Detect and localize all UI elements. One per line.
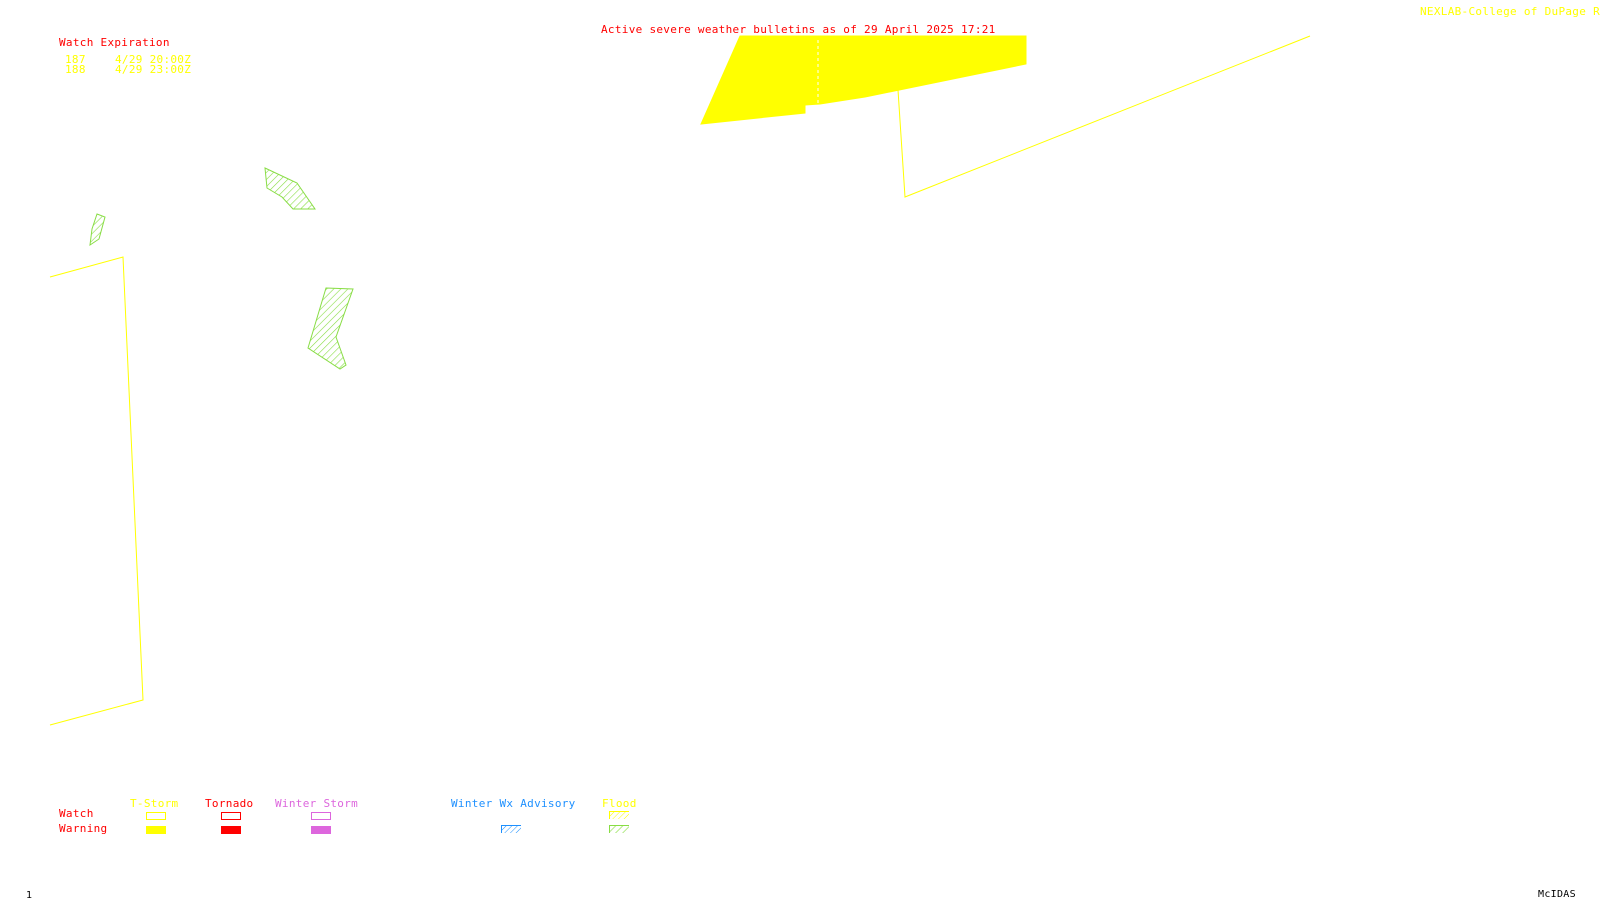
credit-label: NEXLAB-College of DuPage R	[1420, 5, 1600, 18]
legend-tstorm-warning-swatch	[146, 826, 166, 834]
tstorm-warning-area	[700, 35, 1027, 125]
tstorm-watch-outline-west	[49, 256, 144, 726]
watch-expiration-heading: Watch Expiration	[59, 36, 170, 49]
legend-tornado-warning-swatch	[221, 826, 241, 834]
legend-winter-advisory-swatch	[501, 825, 521, 833]
legend-label-winter-advisory: Winter Wx Advisory	[451, 797, 576, 810]
legend-label-flood: Flood	[602, 797, 637, 810]
watch-time-187: 4/29 20:00Z	[115, 53, 192, 66]
flood-warning-area-1	[264, 167, 316, 210]
tstorm-watch-outline-east	[897, 35, 1311, 198]
watch-time-188: 4/29 23:00Z	[115, 63, 192, 76]
legend-flood-watch-swatch	[609, 811, 629, 819]
legend-row-watch: Watch	[59, 807, 94, 820]
legend-row-warning: Warning	[59, 822, 108, 835]
legend-label-tstorm: T-Storm	[130, 797, 179, 810]
frame-number: 1	[26, 890, 33, 901]
legend-tstorm-watch-swatch	[146, 812, 166, 820]
software-label: McIDAS	[1538, 889, 1576, 900]
bulletin-title: Active severe weather bulletins as of 29…	[601, 23, 996, 36]
flood-warning-area-2	[89, 213, 106, 247]
flood-warning-area-3	[307, 287, 354, 370]
legend-flood-warning-swatch	[609, 825, 629, 833]
watch-id-187: 187	[65, 53, 86, 66]
legend-label-tornado: Tornado	[205, 797, 254, 810]
legend-winter-storm-watch-swatch	[311, 812, 331, 820]
watch-id-188: 188	[65, 63, 86, 76]
legend-tornado-watch-swatch	[221, 812, 241, 820]
legend-winter-storm-warning-swatch	[311, 826, 331, 834]
legend-label-winter-storm: Winter Storm	[275, 797, 359, 810]
